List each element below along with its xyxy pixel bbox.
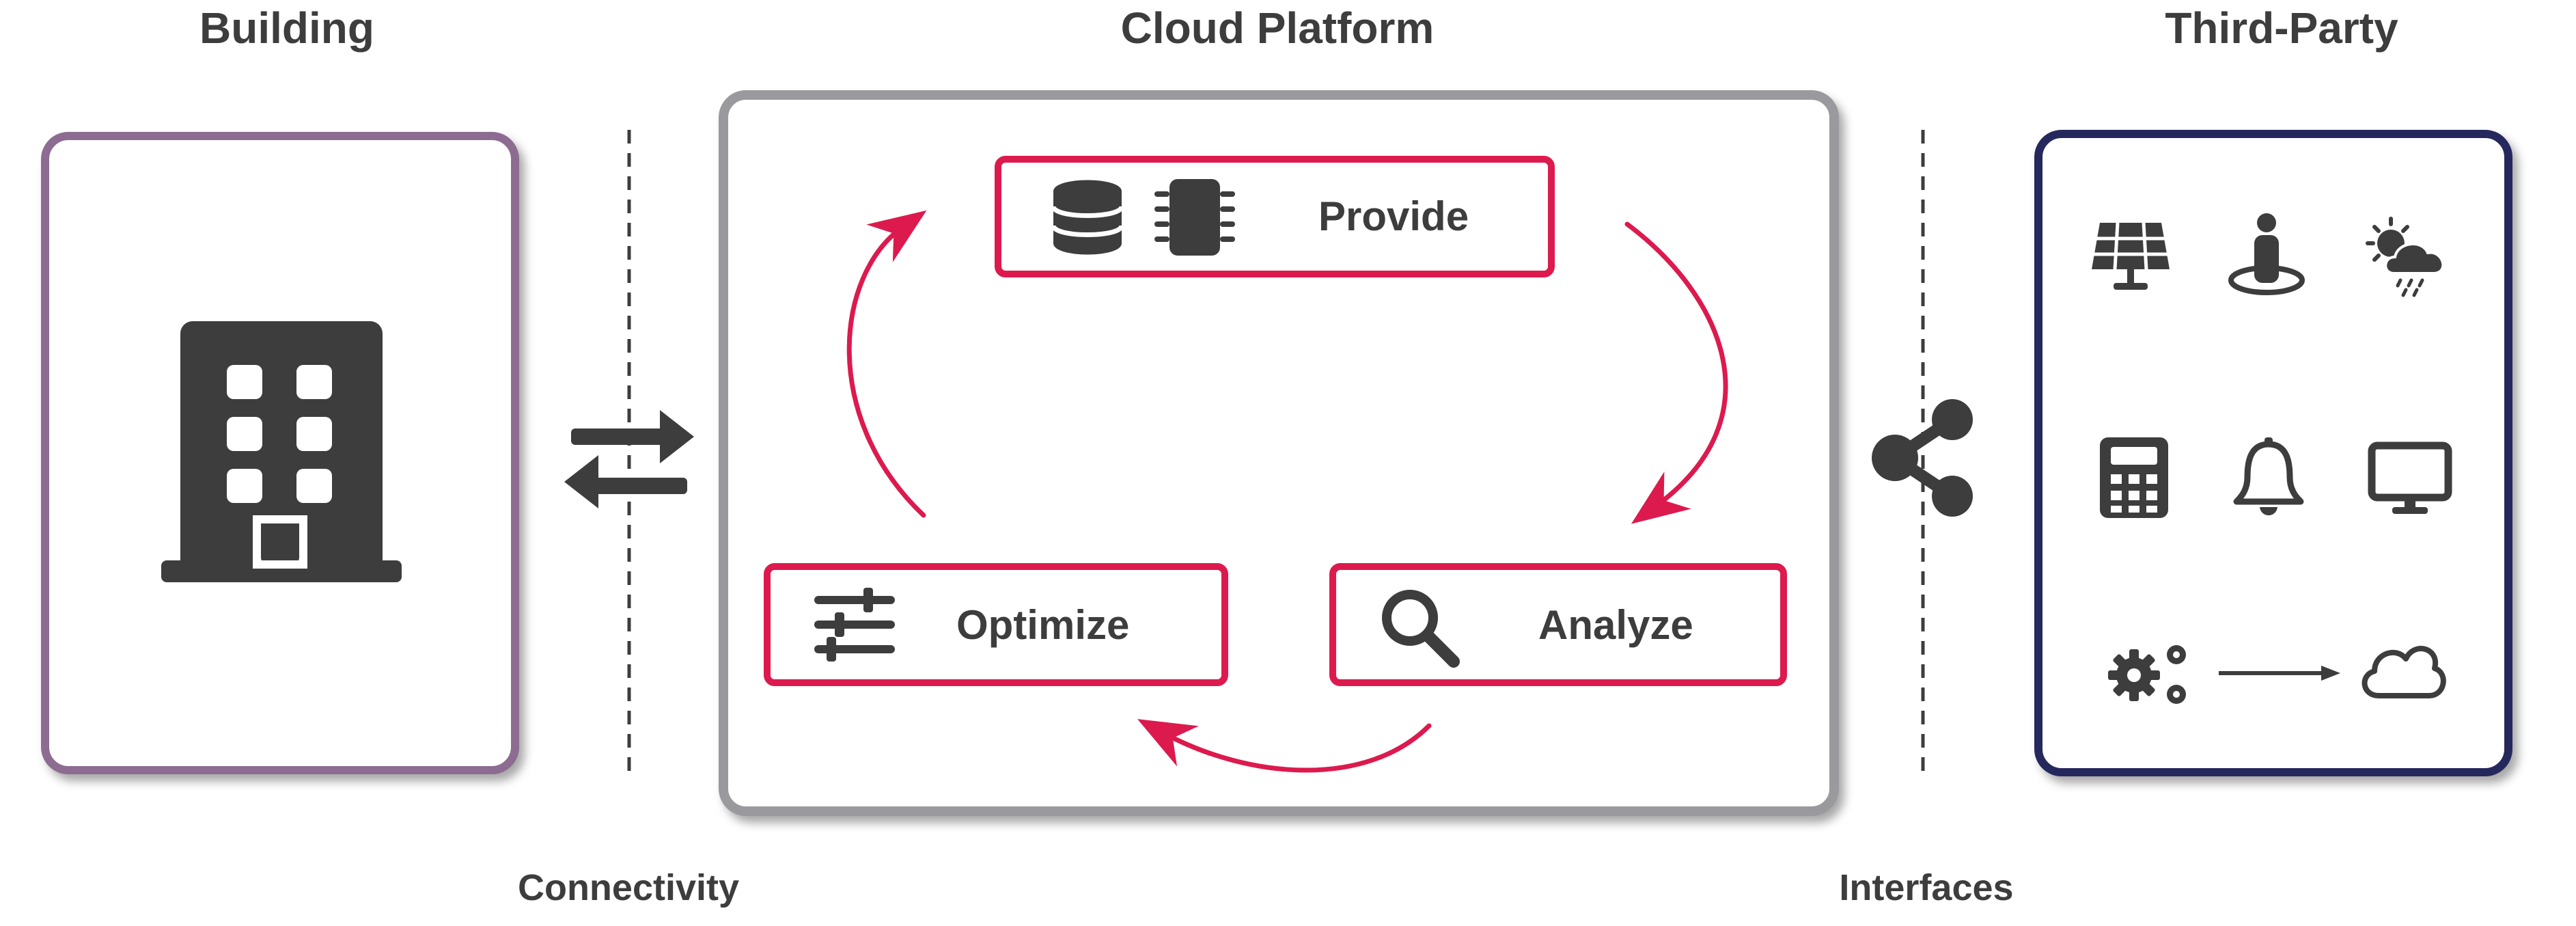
chip-icon — [1154, 176, 1235, 258]
sliders-icon — [814, 586, 895, 662]
arrow-right-icon — [2219, 663, 2342, 683]
heading-building: Building — [199, 3, 374, 53]
bell-icon — [2231, 437, 2306, 519]
provide-label: Provide — [1318, 193, 1469, 239]
caption-connectivity: Connectivity — [517, 867, 740, 908]
solar-panel-icon — [2090, 220, 2171, 292]
cloud-icon — [2358, 638, 2448, 701]
heading-third-party: Third-Party — [2165, 3, 2398, 53]
heading-cloud-platform: Cloud Platform — [1120, 3, 1435, 53]
interfaces-divider — [1921, 130, 1925, 779]
exchange-arrows-icon — [564, 410, 694, 508]
monitor-icon — [2368, 441, 2452, 517]
share-icon — [1869, 396, 1978, 519]
analyze-label: Analyze — [1538, 602, 1693, 648]
person-location-icon — [2227, 212, 2306, 297]
database-icon — [1051, 179, 1124, 256]
connectivity-divider — [627, 130, 631, 779]
gears-icon — [2108, 640, 2194, 708]
analyze-box — [1329, 563, 1787, 686]
calculator-icon — [2100, 437, 2168, 518]
cycle-arrows — [719, 90, 1839, 816]
weather-icon — [2366, 217, 2455, 297]
magnifier-icon — [1379, 586, 1460, 668]
optimize-label: Optimize — [956, 602, 1130, 648]
caption-interfaces: Interfaces — [1839, 867, 2014, 908]
office-building-icon — [161, 316, 402, 589]
